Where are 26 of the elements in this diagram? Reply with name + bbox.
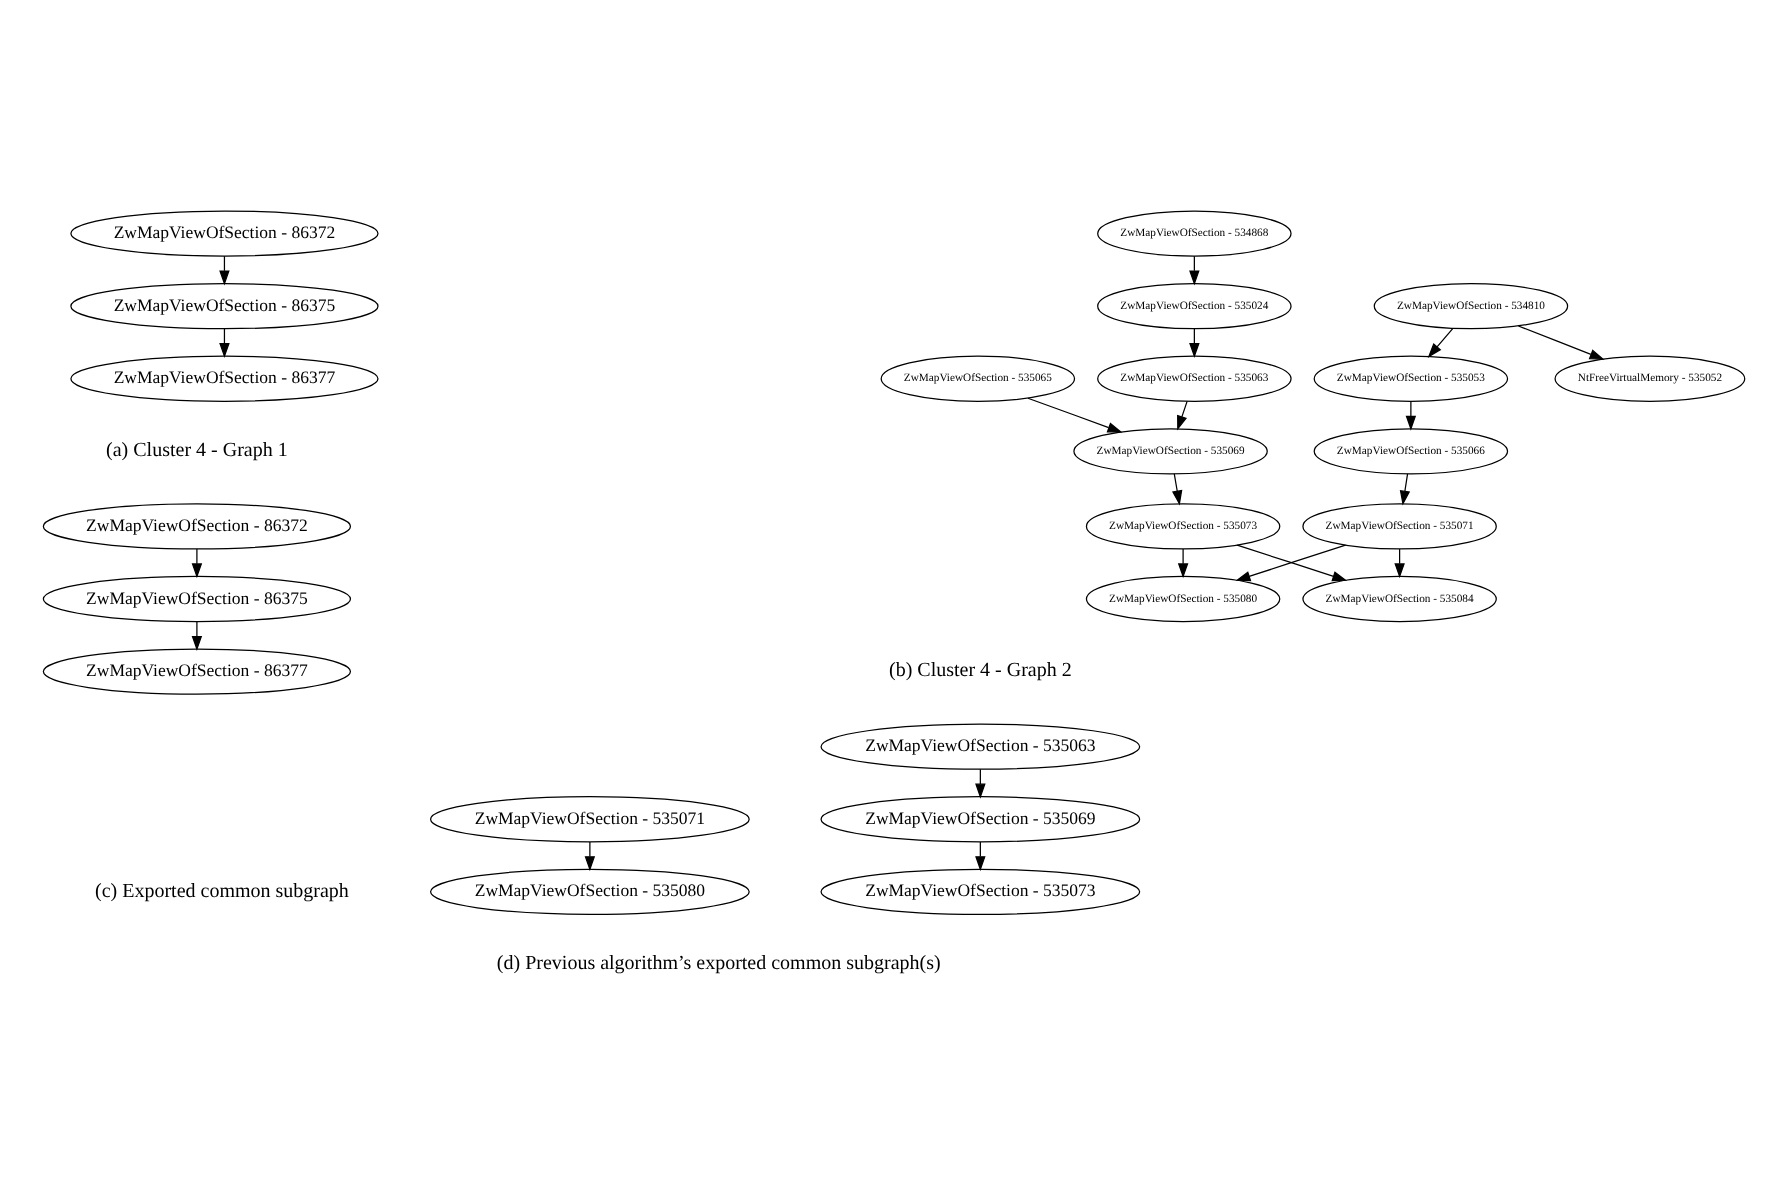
arrow [1517, 325, 1605, 360]
arrow [1399, 473, 1411, 506]
node-ellipse: ZwMapViewOfSection - 535069 [820, 796, 1141, 843]
node-ellipse: ZwMapViewOfSection - 86377 [42, 648, 352, 695]
arrow [191, 548, 203, 579]
arrow [1177, 548, 1189, 579]
label: (b) Cluster 4 - Graph 2 [888, 660, 1072, 683]
node-ellipse: ZwMapViewOfSection - 535063 [820, 723, 1141, 770]
arrow [584, 841, 596, 872]
arrow [1427, 327, 1454, 358]
node-ellipse: ZwMapViewOfSection - 86377 [70, 355, 379, 402]
node-ellipse: ZwMapViewOfSection - 535071 [429, 796, 750, 843]
arrow [1171, 473, 1183, 506]
node-ellipse: ZwMapViewOfSection - 86372 [70, 210, 379, 257]
arrow [191, 621, 203, 651]
label: (d) Previous algorithm’s exported common subgraph(s) [496, 953, 941, 976]
arrow [1177, 400, 1188, 431]
node-ellipse: ZwMapViewOfSection - 535073 [820, 868, 1141, 915]
label: (c) Exported common subgraph [95, 880, 349, 903]
node-ellipse: ZwMapViewOfSection - 86372 [42, 503, 352, 550]
node-ellipse: ZwMapViewOfSection - 535080 [429, 868, 750, 915]
arrow [1027, 397, 1123, 433]
arrow [1405, 400, 1417, 431]
node-ellipse: ZwMapViewOfSection - 86375 [42, 575, 352, 623]
node-ellipse: ZwMapViewOfSection - 86375 [70, 283, 379, 330]
label: (a) Cluster 4 - Graph 1 [106, 440, 288, 463]
